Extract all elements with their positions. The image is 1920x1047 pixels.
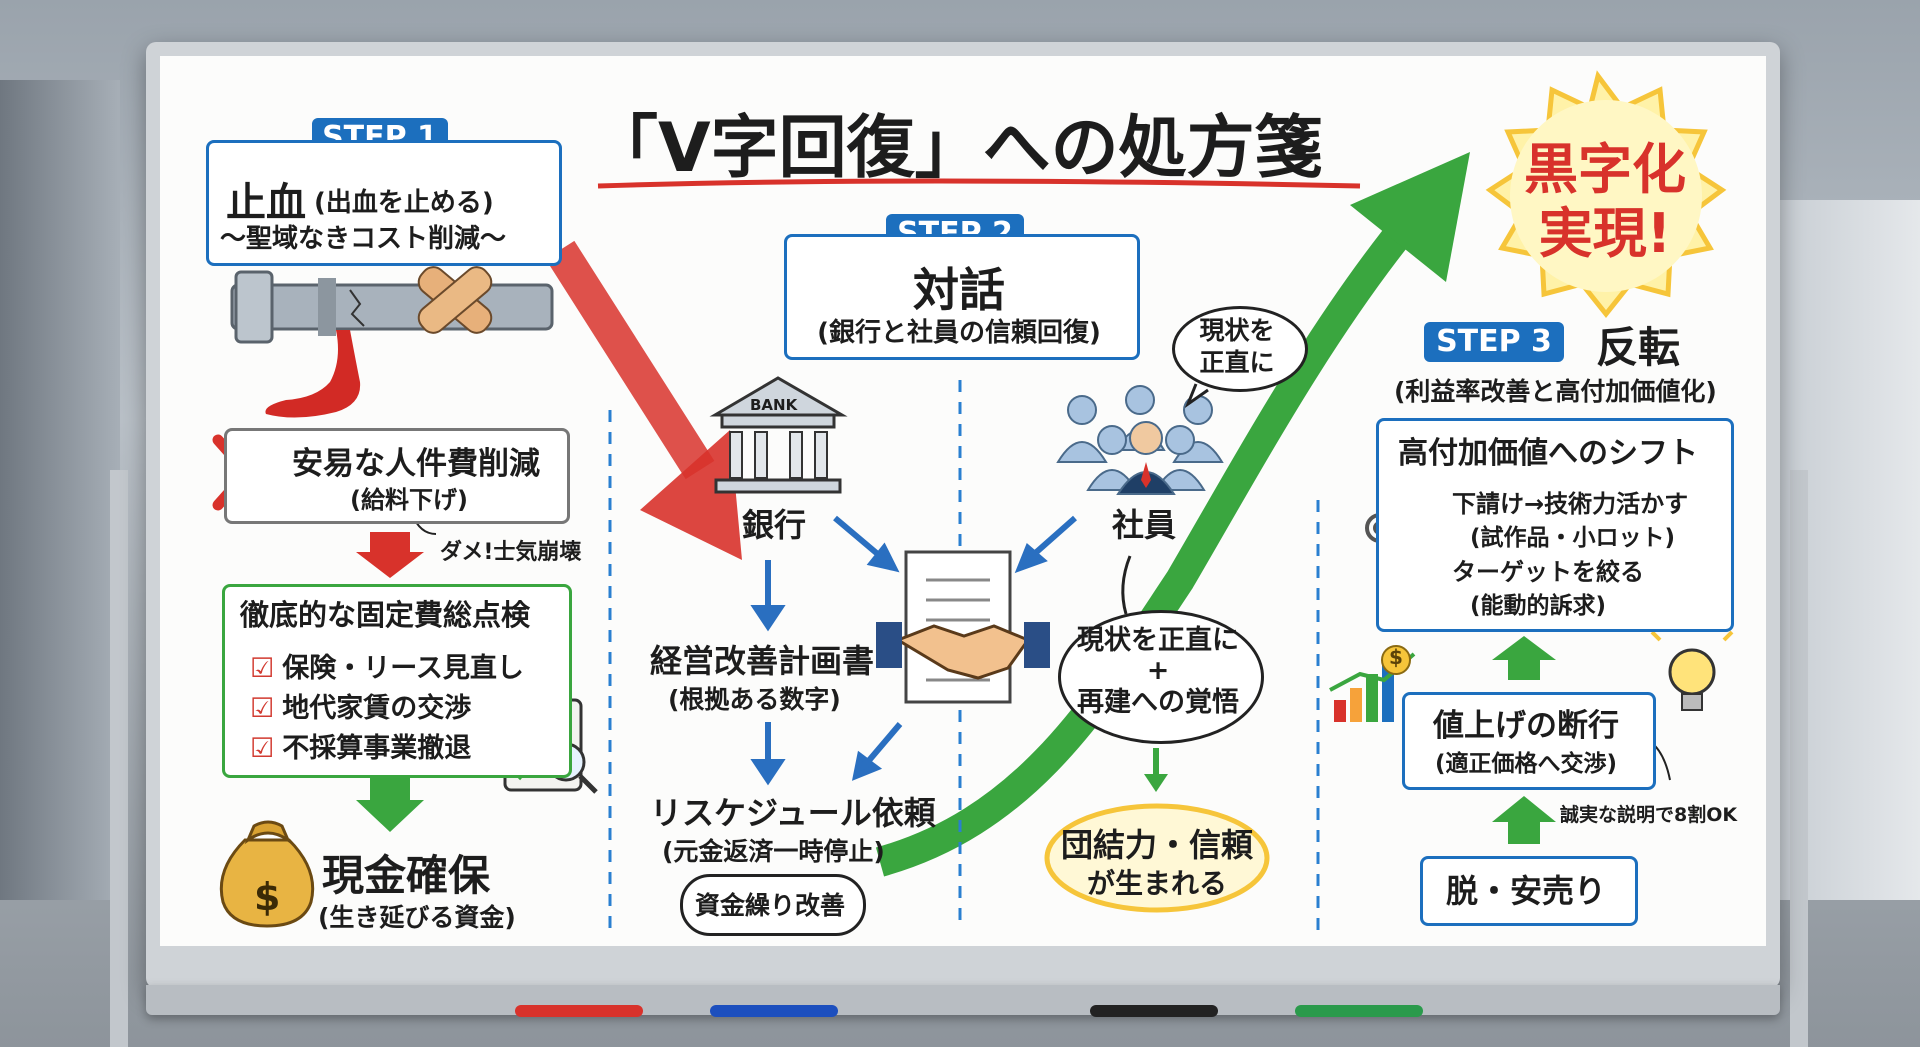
bank-icon <box>709 376 848 494</box>
step1-heading: 止血 <box>226 180 306 226</box>
price-title: 値上げの断行 <box>1433 708 1619 744</box>
step3-badge: STEP 3 <box>1424 322 1564 362</box>
cheap-box <box>1420 856 1638 926</box>
people-icon <box>1056 385 1224 495</box>
staff-label: 社員 <box>1112 506 1177 544</box>
flow-arrows-blue <box>750 515 1077 786</box>
review-item: ☑不採算事業撤退 <box>250 733 472 764</box>
step2-heading: 対話 <box>913 263 1005 317</box>
stand-leg-right <box>1790 470 1808 1047</box>
green-arrow-shaft <box>875 210 1422 877</box>
document-icon <box>904 550 1012 704</box>
down-arrow-red <box>356 532 424 578</box>
review-title: 徹底的な固定費総点検 <box>240 598 531 632</box>
bubble-mid <box>1058 610 1264 744</box>
money-bag-icon: $ <box>219 820 315 928</box>
up-arrow-green-2 <box>1492 796 1556 844</box>
price-note: 誠実な説明で8割OK <box>1560 804 1738 826</box>
step3-heading-sub: (利益率改善と高付加価値化) <box>1394 377 1717 406</box>
review-item: ☑保険・リース見直し <box>250 653 524 684</box>
blue-marker <box>710 1005 838 1017</box>
cash-title: 現金確保 <box>322 851 491 900</box>
reschedule-sub: (元金返済一時停止) <box>662 837 885 866</box>
black-eraser <box>1090 1005 1218 1017</box>
result-line-1: 黒字化 <box>1524 138 1686 201</box>
review-box <box>222 584 572 778</box>
lightbulb-icon <box>1650 618 1734 711</box>
handshake-icon <box>876 622 1050 680</box>
ng-box <box>224 428 570 524</box>
step2-heading-sub: (銀行と社員の信頼回復) <box>817 318 1101 348</box>
cheap-label: 脱・安売り <box>1445 872 1606 910</box>
step1-heading-sub: (出血を止める) <box>314 188 494 218</box>
bubble-top-line-2: 正直に <box>1199 348 1275 377</box>
bandage-icon <box>417 266 493 334</box>
unity-glow <box>1044 803 1270 913</box>
shift-item-sub: (能動的訴求) <box>1470 593 1607 619</box>
bubble-top <box>1172 306 1308 392</box>
down-arrow-green <box>356 778 424 832</box>
red-marker <box>515 1005 643 1017</box>
cashflow-label: 資金繰り改善 <box>694 891 845 920</box>
ng-note: ダメ!士気崩壊 <box>440 540 582 565</box>
price-box <box>1402 692 1656 790</box>
money-bag-dollar: $ <box>254 875 280 919</box>
unity-line-2: が生まれる <box>1086 867 1227 900</box>
cash-sub: (生き延びる資金) <box>318 903 516 932</box>
step1-tagline: 〜聖域なきコスト削減〜 <box>220 224 507 254</box>
pipe-icon <box>230 270 554 418</box>
bank-label: 銀行 <box>742 506 807 544</box>
page-title: 「V字回復」への処方箋 <box>590 109 1323 188</box>
bubble-mid-line-2: + <box>1146 655 1170 686</box>
sun-burst-icon <box>1485 70 1727 319</box>
cashflow-bubble <box>680 874 866 936</box>
chart-dollar: $ <box>1389 645 1403 669</box>
review-item: ☑地代家賃の交渉 <box>250 693 472 724</box>
step3-heading: 反転 <box>1596 323 1681 372</box>
stand-leg-left <box>110 470 128 1047</box>
shift-item-sub: (試作品・小ロット) <box>1470 525 1676 551</box>
step1-heading-box <box>206 140 562 266</box>
price-sub: (適正価格へ交渉) <box>1434 751 1618 777</box>
bubble-mid-line-1: 現状を正直に <box>1077 625 1239 656</box>
step2-heading-box <box>784 234 1140 360</box>
ng-title: 安易な人件費削減 <box>292 446 540 482</box>
shift-item-main: ターゲットを絞る <box>1452 558 1644 586</box>
background-window-left <box>0 80 120 900</box>
shift-box <box>1376 418 1734 632</box>
red-arrow-head <box>640 430 742 560</box>
ng-sub: (給料下げ) <box>350 486 468 514</box>
chart-icon <box>1329 645 1416 722</box>
bubble-mid-line-3: 再建への覚悟 <box>1077 687 1239 718</box>
green-arrow-head <box>1350 152 1470 282</box>
bank-sign: BANK <box>750 396 798 414</box>
shift-title: 高付加価値へのシフト <box>1398 436 1698 471</box>
shift-item-main: 下請け→技術力活かす <box>1452 490 1689 518</box>
title-underline <box>597 178 1361 189</box>
up-arrow-green-1 <box>1492 636 1556 680</box>
reschedule-title: リスケジュール依頼 <box>650 794 936 832</box>
marker-tray <box>146 985 1780 1015</box>
unity-line-1: 団結力・信頼 <box>1060 826 1253 864</box>
bubble-top-line-1: 現状を <box>1199 316 1275 345</box>
red-arrow-shaft <box>545 240 715 480</box>
plan-sub: (根拠ある数字) <box>668 685 841 714</box>
result-line-2: 実現! <box>1538 202 1672 265</box>
plan-title: 経営改善計画書 <box>650 642 875 680</box>
green-marker <box>1295 1005 1423 1017</box>
